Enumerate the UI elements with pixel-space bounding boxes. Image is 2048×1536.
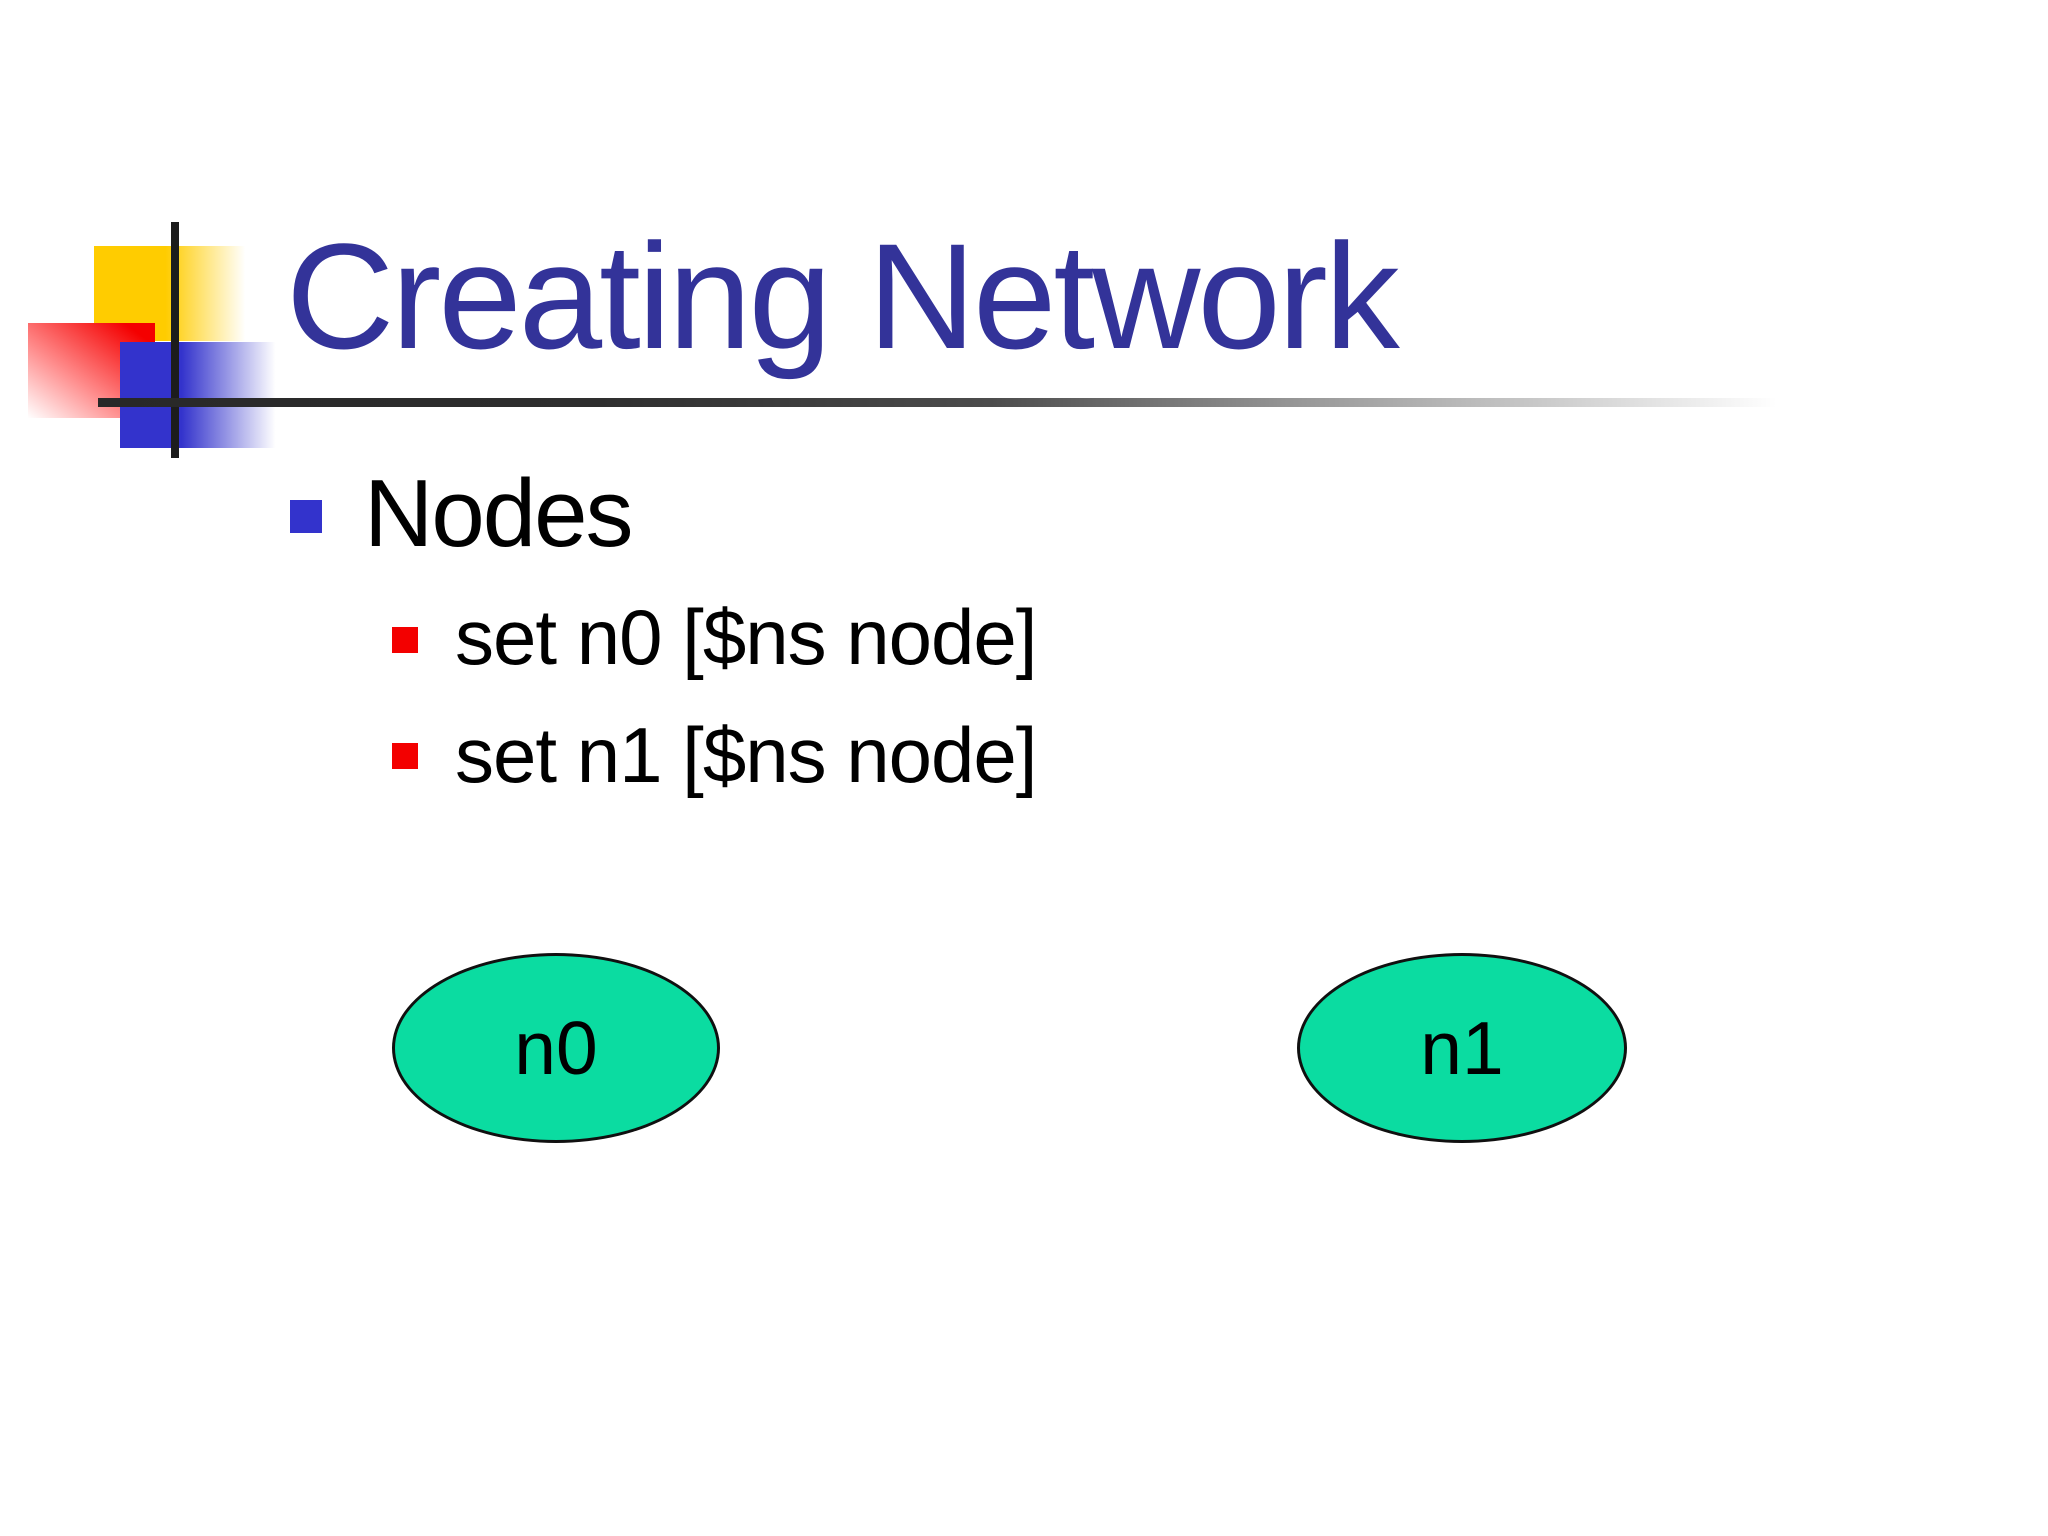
decoration-vertical-line	[171, 222, 179, 458]
bullet-text-nodes: Nodes	[364, 460, 633, 567]
bullet-marker-red	[392, 743, 418, 769]
bullet-marker-red	[392, 627, 418, 653]
decoration-blue-square	[120, 342, 282, 448]
bullet-text-set-n0: set n0 [$ns node]	[455, 593, 1037, 681]
network-node-n1-label: n1	[1420, 1006, 1504, 1090]
network-node-n0-label: n0	[514, 1006, 598, 1090]
slide-title: Creating Network	[286, 212, 1400, 380]
network-node-n0: n0	[392, 953, 720, 1143]
title-underline-rule	[98, 398, 1884, 407]
network-node-n1: n1	[1297, 953, 1627, 1143]
bullet-marker-blue	[290, 500, 322, 533]
bullet-text-set-n1: set n1 [$ns node]	[455, 711, 1037, 799]
